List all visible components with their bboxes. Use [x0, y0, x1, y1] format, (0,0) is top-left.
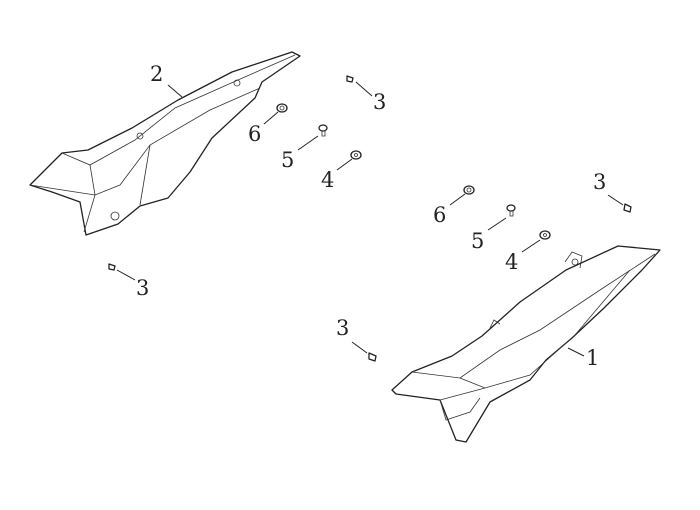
- nut-6a: [276, 103, 288, 113]
- washer-4b: [539, 230, 551, 240]
- callout-label-part-3: 3: [336, 316, 350, 340]
- screw-3d: [368, 352, 377, 362]
- callout-label-part-6: 6: [248, 122, 262, 146]
- side-cover-left-part-2: [29, 51, 301, 236]
- callout-label-part-3: 3: [373, 90, 387, 114]
- callout-label-part-3: 3: [593, 170, 607, 194]
- side-cover-right-part-1: [391, 245, 661, 443]
- callout-label-part-2: 2: [150, 62, 164, 86]
- screw-3c: [623, 203, 632, 213]
- callout-label-part-6: 6: [433, 203, 447, 227]
- callout-label-part-5: 5: [281, 148, 295, 172]
- nut-6b: [463, 185, 475, 195]
- callout-label-part-1: 1: [586, 346, 600, 370]
- screw-3b: [108, 263, 116, 271]
- washer-4a: [350, 150, 362, 160]
- callout-label-part-3: 3: [136, 276, 150, 300]
- screw-3a: [346, 75, 354, 83]
- callout-label-part-5: 5: [471, 229, 485, 253]
- bolt-5b: [506, 204, 516, 217]
- callout-label-part-4: 4: [505, 250, 519, 274]
- leader-lines: [116, 81, 624, 357]
- bolt-5a: [318, 124, 328, 137]
- callout-label-part-4: 4: [321, 168, 335, 192]
